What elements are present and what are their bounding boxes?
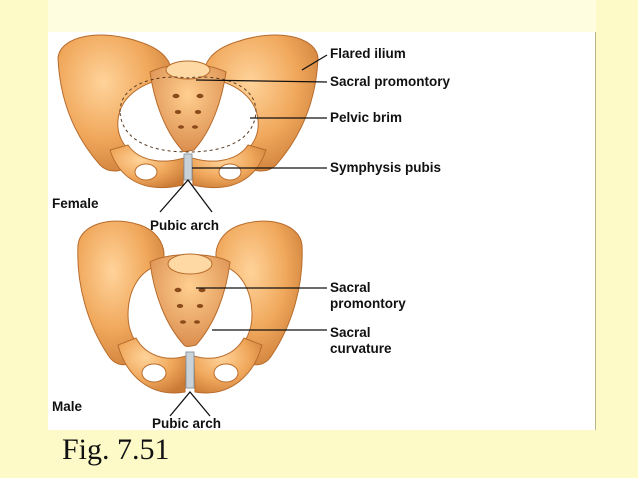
female-left-ilium — [57, 34, 172, 172]
male-left-ilium — [77, 220, 165, 366]
male-pelvis — [77, 220, 303, 394]
label-female: Female — [52, 196, 99, 211]
female-left-obturator — [134, 163, 158, 181]
male-symphysis-cartilage — [185, 351, 195, 389]
label-sacral-promontory-male: Sacral promontory — [330, 280, 406, 311]
label-male: Male — [52, 399, 83, 414]
male-right-obturator — [213, 363, 239, 383]
label-sacral-curvature: Sacral curvature — [330, 325, 392, 356]
label-symphysis-pubis: Symphysis pubis — [330, 160, 442, 175]
female-symphysis-cartilage — [183, 153, 193, 181]
figure-caption: Fig. 7.51 — [62, 433, 170, 466]
leader-lines — [159, 54, 328, 417]
female-right-ilium — [204, 34, 319, 172]
male-sacral-foramina — [174, 287, 206, 324]
male-promontory-cap — [167, 253, 213, 275]
leader-flared-ilium — [301, 54, 328, 71]
male-left-obturator — [141, 363, 167, 383]
label-pubic-arch-female: Pubic arch — [150, 218, 220, 233]
female-right-obturator — [218, 163, 242, 181]
female-sacral-foramina — [172, 93, 204, 129]
male-sacrum — [149, 254, 231, 347]
figure-panel-top-band — [48, 0, 596, 32]
female-promontory-cap — [165, 60, 211, 80]
female-pelvic-brim-outline — [119, 76, 257, 153]
label-sacral-promontory-female: Sacral promontory — [330, 74, 451, 89]
label-pubic-arch-male: Pubic arch — [152, 416, 222, 431]
leader-pubic-arch-male — [169, 390, 211, 417]
figure-panel-border — [595, 32, 596, 430]
label-flared-ilium: Flared ilium — [330, 46, 406, 61]
label-pelvic-brim: Pelvic brim — [330, 110, 403, 125]
female-pelvis — [57, 34, 319, 189]
leader-sacral-promontory-female — [195, 79, 328, 83]
leader-pubic-arch-female — [159, 178, 213, 213]
male-right-ilium — [215, 220, 303, 366]
